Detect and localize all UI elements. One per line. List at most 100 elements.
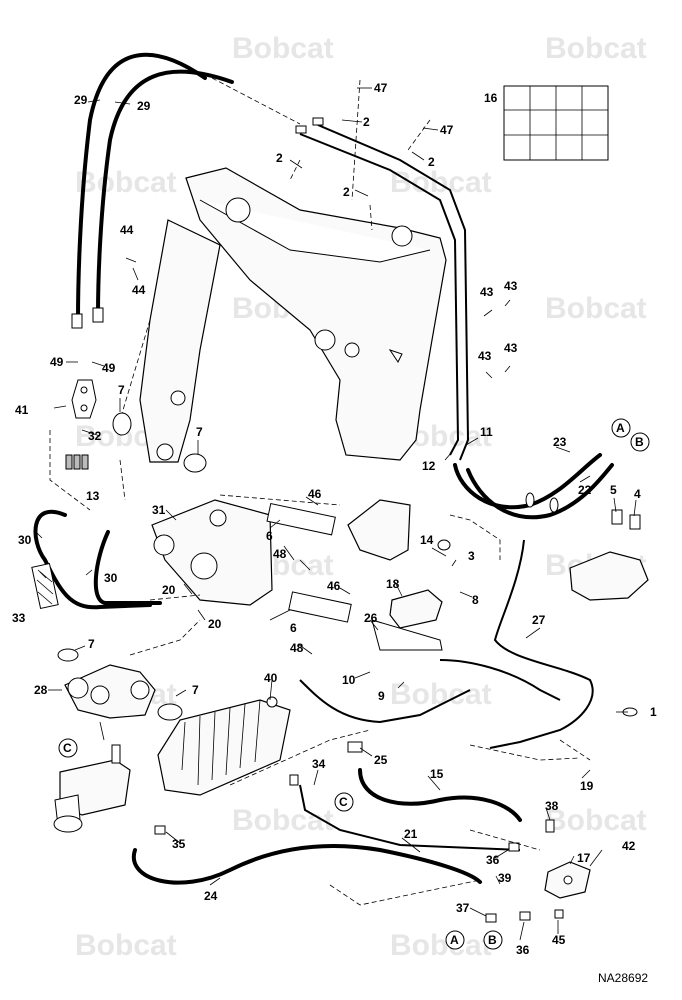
callout-46: 46: [327, 579, 341, 593]
callout-47: 47: [374, 81, 388, 95]
callout-43: 43: [478, 349, 492, 363]
callout-31: 31: [152, 503, 166, 517]
callout-21: 21: [404, 827, 418, 841]
swing-mount-31: [151, 499, 352, 623]
callout-labels: 47 2 47 2 2 2 16 29 29 44 44 49 49 41 7 …: [12, 81, 657, 957]
connector-a-label: A: [616, 421, 625, 435]
callout-19: 19: [580, 779, 594, 793]
bracket-32: [49, 379, 126, 511]
callout-26: 26: [364, 611, 378, 625]
connector-a-top: A: [611, 418, 631, 438]
callout-44: 44: [120, 223, 134, 237]
callout-25: 25: [374, 753, 388, 767]
callout-48: 48: [273, 547, 287, 561]
callout-7: 7: [118, 383, 125, 397]
callout-9: 9: [378, 689, 385, 703]
hoses-22-23: [453, 453, 614, 520]
watermark-text: Bobcat: [232, 804, 334, 837]
callout-2: 2: [363, 115, 370, 129]
callout-2: 2: [343, 185, 350, 199]
pilot-valve-c: [53, 744, 131, 833]
callout-12: 12: [422, 459, 436, 473]
callout-leaders: [35, 87, 637, 941]
callout-46: 46: [308, 487, 322, 501]
callout-7: 7: [88, 637, 95, 651]
callout-44: 44: [132, 283, 146, 297]
connector-b-bottom: B: [483, 930, 503, 950]
callout-49: 49: [102, 361, 116, 375]
watermark-text: Bobcat: [545, 292, 647, 325]
callout-45: 45: [552, 933, 566, 947]
callout-20: 20: [162, 583, 176, 597]
watermark-text: Bobcat: [232, 32, 334, 65]
callout-39: 39: [498, 871, 512, 885]
callout-42: 42: [622, 839, 636, 853]
boom-tubes: [295, 117, 470, 461]
callout-14: 14: [420, 533, 434, 547]
callout-35: 35: [172, 837, 186, 851]
control-valve: [157, 696, 291, 796]
watermark-text: Bobcat: [390, 166, 492, 199]
callout-3: 3: [468, 549, 475, 563]
callout-23: 23: [553, 435, 567, 449]
valve-17: [485, 819, 591, 923]
callout-49: 49: [50, 355, 64, 369]
callout-6: 6: [290, 621, 297, 635]
watermark-text: Bobcat: [75, 929, 177, 962]
callout-47: 47: [440, 123, 454, 137]
callout-11: 11: [480, 425, 493, 439]
callout-2: 2: [276, 151, 283, 165]
hose-29-pair: [71, 52, 234, 329]
callout-13: 13: [86, 489, 100, 503]
callout-17: 17: [577, 851, 591, 865]
watermark-text: Bobcat: [545, 804, 647, 837]
callout-1: 1: [650, 705, 657, 719]
connector-c-hose: C: [334, 792, 354, 812]
boom-assembly: [185, 167, 447, 461]
callout-28: 28: [34, 683, 48, 697]
callout-7: 7: [196, 425, 203, 439]
watermark-text: Bobcat: [545, 32, 647, 65]
callout-30: 30: [18, 533, 32, 547]
drawing-code: NA28692: [598, 971, 648, 985]
callout-48: 48: [290, 641, 304, 655]
callout-20: 20: [208, 617, 222, 631]
callout-43: 43: [504, 279, 518, 293]
hose-30-pair: [31, 509, 162, 610]
control-module-18: [347, 499, 451, 651]
control-console: [569, 509, 649, 601]
callout-33: 33: [12, 611, 26, 625]
connector-b-top: B: [630, 432, 650, 452]
connector-a-label: A: [450, 933, 459, 947]
watermark-text: Bobcat: [390, 929, 492, 962]
connector-c-valve: C: [58, 738, 78, 758]
callout-43: 43: [504, 341, 518, 355]
connector-b-label: B: [488, 933, 497, 947]
callout-4: 4: [634, 487, 641, 501]
connector-c-label: C: [63, 741, 72, 755]
callout-32: 32: [88, 429, 102, 443]
watermark-layer: Bobcat Bobcat Bobcat Bobcat Bobcat Bobca…: [75, 32, 647, 962]
callout-18: 18: [386, 577, 400, 591]
callout-2: 2: [428, 155, 435, 169]
callout-24: 24: [204, 889, 218, 903]
callout-7: 7: [192, 683, 199, 697]
callout-22: 22: [578, 483, 592, 497]
connector-a-bottom: A: [445, 930, 465, 950]
callout-5: 5: [610, 483, 617, 497]
callout-41: 41: [15, 403, 29, 417]
callout-34: 34: [312, 757, 326, 771]
callout-10: 10: [342, 673, 356, 687]
callout-29: 29: [137, 99, 151, 113]
callout-36: 36: [516, 943, 530, 957]
callout-16: 16: [484, 91, 498, 105]
callout-8: 8: [472, 593, 479, 607]
callout-43: 43: [480, 285, 494, 299]
callout-30: 30: [104, 571, 118, 585]
decal-sheet-16: [503, 85, 609, 161]
assembly-dashes: [129, 77, 591, 906]
wiring-harness-27: [299, 539, 638, 749]
hydraulic-lines-lower: [131, 741, 522, 885]
o-ring-7-group: [112, 412, 207, 473]
connector-c-label: C: [339, 795, 348, 809]
